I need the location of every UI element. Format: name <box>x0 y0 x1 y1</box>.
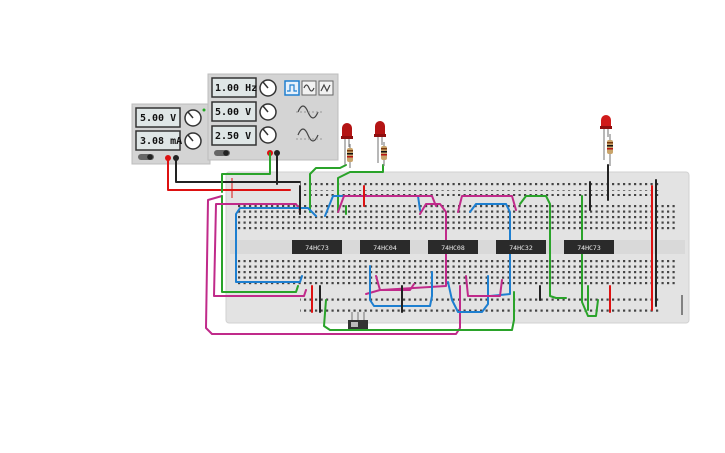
resistor-3[interactable] <box>607 134 613 166</box>
voltage-knob[interactable] <box>184 109 202 127</box>
signal-wire[interactable] <box>221 152 271 193</box>
voltage-readout: 5.00 V <box>140 113 176 124</box>
red-supply-wire[interactable] <box>167 157 291 191</box>
amplitude-display <box>211 101 257 122</box>
bottom-rail-holes-a[interactable] <box>300 297 660 303</box>
chip-5[interactable]: 74HC73 <box>564 240 614 254</box>
lower-terminal-holes[interactable] <box>238 258 676 285</box>
amplitude-readout: 5.00 V <box>215 107 251 118</box>
chip-4[interactable]: 74HC32 <box>496 240 546 254</box>
led-icon <box>601 115 611 127</box>
triangle-wave-icon <box>320 83 331 93</box>
led-2[interactable] <box>374 121 386 163</box>
magenta-top-wire[interactable] <box>337 195 437 213</box>
chip-3[interactable]: 74HC08 <box>428 240 478 254</box>
blue-left-wire[interactable] <box>235 207 317 283</box>
chip-label: 74HC73 <box>305 244 329 252</box>
sine-wave-button[interactable] <box>301 80 317 96</box>
chip-label: 74HC73 <box>577 244 601 252</box>
blue-right-top-wire[interactable] <box>469 203 511 297</box>
resistor-2[interactable] <box>381 142 387 166</box>
chip-2[interactable]: 74HC04 <box>360 240 410 254</box>
power-switch[interactable] <box>138 154 154 160</box>
offset-sine-icon <box>297 128 319 142</box>
green-outer-loop-wire[interactable] <box>221 195 299 293</box>
green-bottom-wire[interactable] <box>323 291 515 331</box>
led-1[interactable] <box>341 123 353 165</box>
led-icon <box>375 121 385 135</box>
led2-wire[interactable] <box>337 164 384 213</box>
resistor-1[interactable] <box>347 144 353 168</box>
magenta-right-top-wire[interactable] <box>457 195 517 213</box>
magenta-left-wire[interactable] <box>213 203 307 297</box>
led-icon <box>342 123 352 137</box>
slide-switch[interactable] <box>348 312 368 329</box>
green-right-wire[interactable] <box>519 195 567 299</box>
offset-readout: 2.50 V <box>215 131 251 142</box>
led-3[interactable] <box>600 115 612 160</box>
chip-1[interactable]: 74HC73 <box>292 240 342 254</box>
bottom-rail-holes-b[interactable] <box>300 307 660 313</box>
magenta-bottom-wire[interactable] <box>465 275 503 297</box>
black-supply-wire[interactable] <box>175 157 301 183</box>
frequency-knob[interactable] <box>259 79 277 97</box>
power-supply[interactable]: 5.00 V 3.08 mA <box>131 103 211 165</box>
offset-display <box>211 125 257 146</box>
magenta-lower-wire[interactable] <box>375 275 415 291</box>
blue-lower-right-wire[interactable] <box>447 275 489 313</box>
sine-wave-icon <box>303 84 315 92</box>
chip-label: 74HC32 <box>509 244 533 252</box>
top-rail-holes-a[interactable] <box>300 180 660 186</box>
generator-power-switch[interactable] <box>214 150 230 156</box>
square-wave-icon <box>287 84 297 92</box>
magenta-loop-wire[interactable] <box>205 195 461 335</box>
frequency-readout: 1.00 Hz <box>215 83 257 94</box>
voltage-display <box>135 107 181 128</box>
current-display <box>135 130 181 151</box>
function-generator[interactable]: 1.00 Hz 5.00 V 2.50 V <box>207 73 339 161</box>
wires[interactable] <box>167 152 657 335</box>
chip-label: 74HC08 <box>441 244 465 252</box>
current-knob[interactable] <box>184 132 202 150</box>
chips[interactable]: 74HC73 74HC04 74HC08 74HC32 74HC73 <box>292 240 614 254</box>
green-far-right-wire[interactable] <box>581 195 599 317</box>
current-readout: 3.08 mA <box>140 136 182 147</box>
square-wave-button[interactable] <box>284 80 300 96</box>
offset-knob[interactable] <box>259 126 277 144</box>
amplitude-knob[interactable] <box>259 103 277 121</box>
triangle-wave-button[interactable] <box>318 80 334 96</box>
chip-label: 74HC04 <box>373 244 397 252</box>
frequency-display <box>211 77 257 98</box>
led1-wire[interactable] <box>309 164 347 213</box>
top-rail-holes-b[interactable] <box>300 190 660 196</box>
